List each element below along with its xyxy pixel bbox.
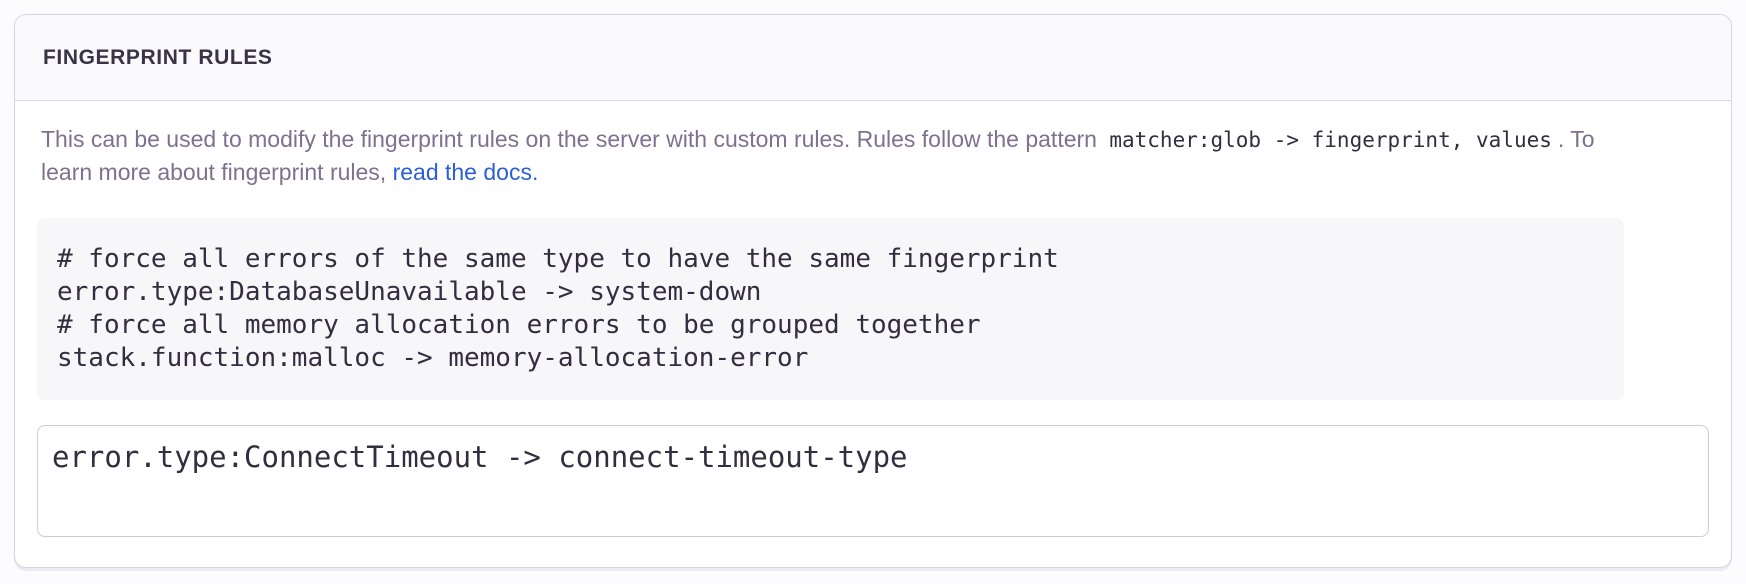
panel-header: FINGERPRINT RULES [15,15,1731,101]
description-text-segment: This can be used to modify the fingerpri… [41,126,1104,152]
description-text-segment: . To learn more about fingerprint rules, [41,126,1595,185]
description-text: This can be used to modify the fingerpri… [41,123,1641,188]
panel-title: FINGERPRINT RULES [43,45,273,69]
inline-code: matcher:glob -> fingerprint, values [1109,128,1552,152]
read-the-docs-link[interactable]: read the docs. [392,159,539,185]
fingerprint-rules-input[interactable]: error.type:ConnectTimeout -> connect-tim… [37,425,1709,537]
panel-body: This can be used to modify the fingerpri… [15,101,1731,567]
example-rules-code-block: # force all errors of the same type to h… [37,218,1624,400]
fingerprint-rules-panel: FINGERPRINT RULES This can be used to mo… [14,14,1732,568]
